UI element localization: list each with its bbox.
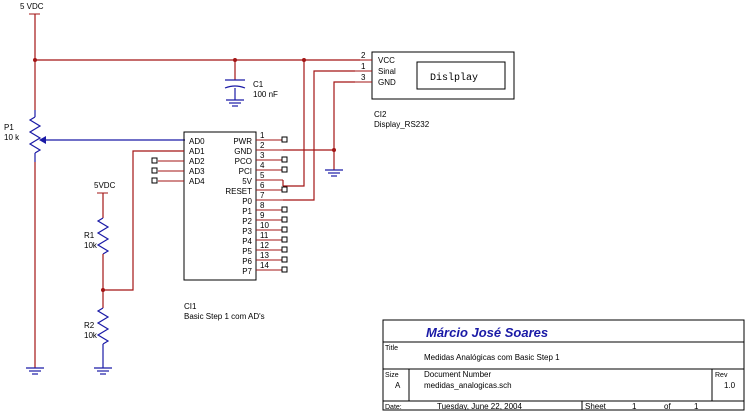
- resistor-icon: [96, 217, 110, 255]
- display-name: Display_RS232: [374, 120, 430, 129]
- ic-right-pin-label: RESET: [225, 187, 252, 196]
- ic-right-pin-label: PCO: [235, 157, 252, 166]
- signal-wire: [283, 70, 355, 201]
- ic-ref: CI1: [184, 302, 197, 311]
- capacitor-ref: C1: [253, 80, 264, 89]
- display-pin-label: Sinal: [378, 67, 396, 76]
- display-screen-text: Dislplay: [430, 72, 478, 84]
- wiper-arrow-icon: [39, 136, 46, 144]
- ic-pin-num: 7: [260, 191, 265, 200]
- size-caption: Size: [385, 372, 399, 379]
- ic-pin-num: 14: [260, 261, 269, 270]
- vcc-rail: [34, 14, 360, 61]
- ic-pin-num: 9: [260, 211, 265, 220]
- schematic-title: Medidas Analógicas com Basic Step 1: [424, 353, 560, 362]
- display-pin-num: 2: [361, 51, 366, 60]
- ic-right-pin-label: PCI: [239, 167, 252, 176]
- ic-right-pin-label: P4: [242, 237, 252, 246]
- docnum-caption: Document Number: [424, 370, 491, 379]
- ic-pin-num: 2: [260, 141, 265, 150]
- ic-right-pin-label: P3: [242, 227, 252, 236]
- ic-pin-num: 12: [260, 241, 269, 250]
- sheet-value: 1: [632, 402, 637, 411]
- pot-value: 10 k: [4, 133, 20, 142]
- date-value: Tuesday, June 22, 2004: [437, 402, 523, 411]
- display-module: [371, 51, 515, 100]
- title-block: [382, 319, 745, 411]
- resistor-icon: [96, 307, 110, 345]
- ground-icon: [325, 169, 343, 177]
- rev-value: 1.0: [724, 381, 736, 390]
- resistor-ref: R2: [84, 321, 95, 330]
- ic-left-pins: [151, 150, 184, 184]
- display-pin-num: 3: [361, 73, 366, 82]
- ground-icon: [226, 99, 244, 107]
- resistor-value: 10k: [84, 331, 98, 340]
- display-ref: CI2: [374, 110, 387, 119]
- display-gnd-wire: [333, 81, 355, 170]
- pot-ref: P1: [4, 123, 14, 132]
- vcc-to-5v-wire: [283, 60, 305, 187]
- ic-pin-num: 8: [260, 201, 265, 210]
- ic-right-pin-label: P1: [242, 207, 252, 216]
- ground-icon: [26, 367, 44, 375]
- ic-pin-num: 13: [260, 251, 269, 260]
- sheet-caption: Sheet: [585, 402, 607, 411]
- ic-right-pin-label: P7: [242, 267, 252, 276]
- display-pin-label: VCC: [378, 56, 395, 65]
- ic-pin-num: 3: [260, 151, 265, 160]
- date-caption: Date:: [385, 404, 402, 411]
- ic-left-pin-label: AD3: [189, 167, 205, 176]
- ic-left-pin-label: AD0: [189, 137, 205, 146]
- of-value: 1: [694, 402, 699, 411]
- capacitor-value: 100 nF: [253, 90, 278, 99]
- resistor-ref: R1: [84, 231, 95, 240]
- ic-right-pin-label: P2: [242, 217, 252, 226]
- supply-label-top: 5 VDC: [20, 2, 44, 11]
- ic-right-pins: [256, 136, 288, 273]
- ic-body: [183, 131, 257, 281]
- ic-left-pin-label: AD4: [189, 177, 205, 186]
- ic-left-pin-label: AD1: [189, 147, 205, 156]
- ic-right-pin-label: P6: [242, 257, 252, 266]
- docnum-value: medidas_analogicas.sch: [424, 381, 512, 390]
- rev-caption: Rev: [715, 372, 728, 379]
- ic-pin-num: 10: [260, 221, 269, 230]
- ic-right-pin-label: P5: [242, 247, 252, 256]
- ic-pin-num: 5: [260, 171, 265, 180]
- ic-pin-num: 1: [260, 131, 265, 140]
- ic-pin-num: 6: [260, 181, 265, 190]
- capacitor-icon: [224, 79, 246, 89]
- of-caption: of: [664, 402, 671, 411]
- potentiometer-icon: [28, 116, 42, 154]
- ic-right-pin-label: P0: [242, 197, 252, 206]
- ic-pin-num: 11: [260, 231, 269, 240]
- author-name: Márcio José Soares: [426, 325, 548, 340]
- display-pin-num: 1: [361, 62, 366, 71]
- display-pin-label: GND: [378, 78, 396, 87]
- size-value: A: [395, 381, 401, 390]
- junction: [101, 288, 105, 292]
- title-caption: Title: [385, 345, 398, 352]
- ic-right-pin-label: GND: [234, 147, 252, 156]
- ic-right-pin-label: 5V: [242, 177, 252, 186]
- resistor-value: 10k: [84, 241, 98, 250]
- ic-name: Basic Step 1 com AD's: [184, 312, 265, 321]
- junction: [332, 148, 336, 152]
- display-screen: [416, 61, 506, 90]
- ic-right-pin-label: PWR: [233, 137, 252, 146]
- ground-icon: [94, 367, 112, 375]
- supply-label-mid: 5VDC: [94, 181, 116, 190]
- divider-to-ad1-wire: [103, 150, 184, 291]
- ic-left-pin-label: AD2: [189, 157, 205, 166]
- ic-pin-num: 4: [260, 161, 265, 170]
